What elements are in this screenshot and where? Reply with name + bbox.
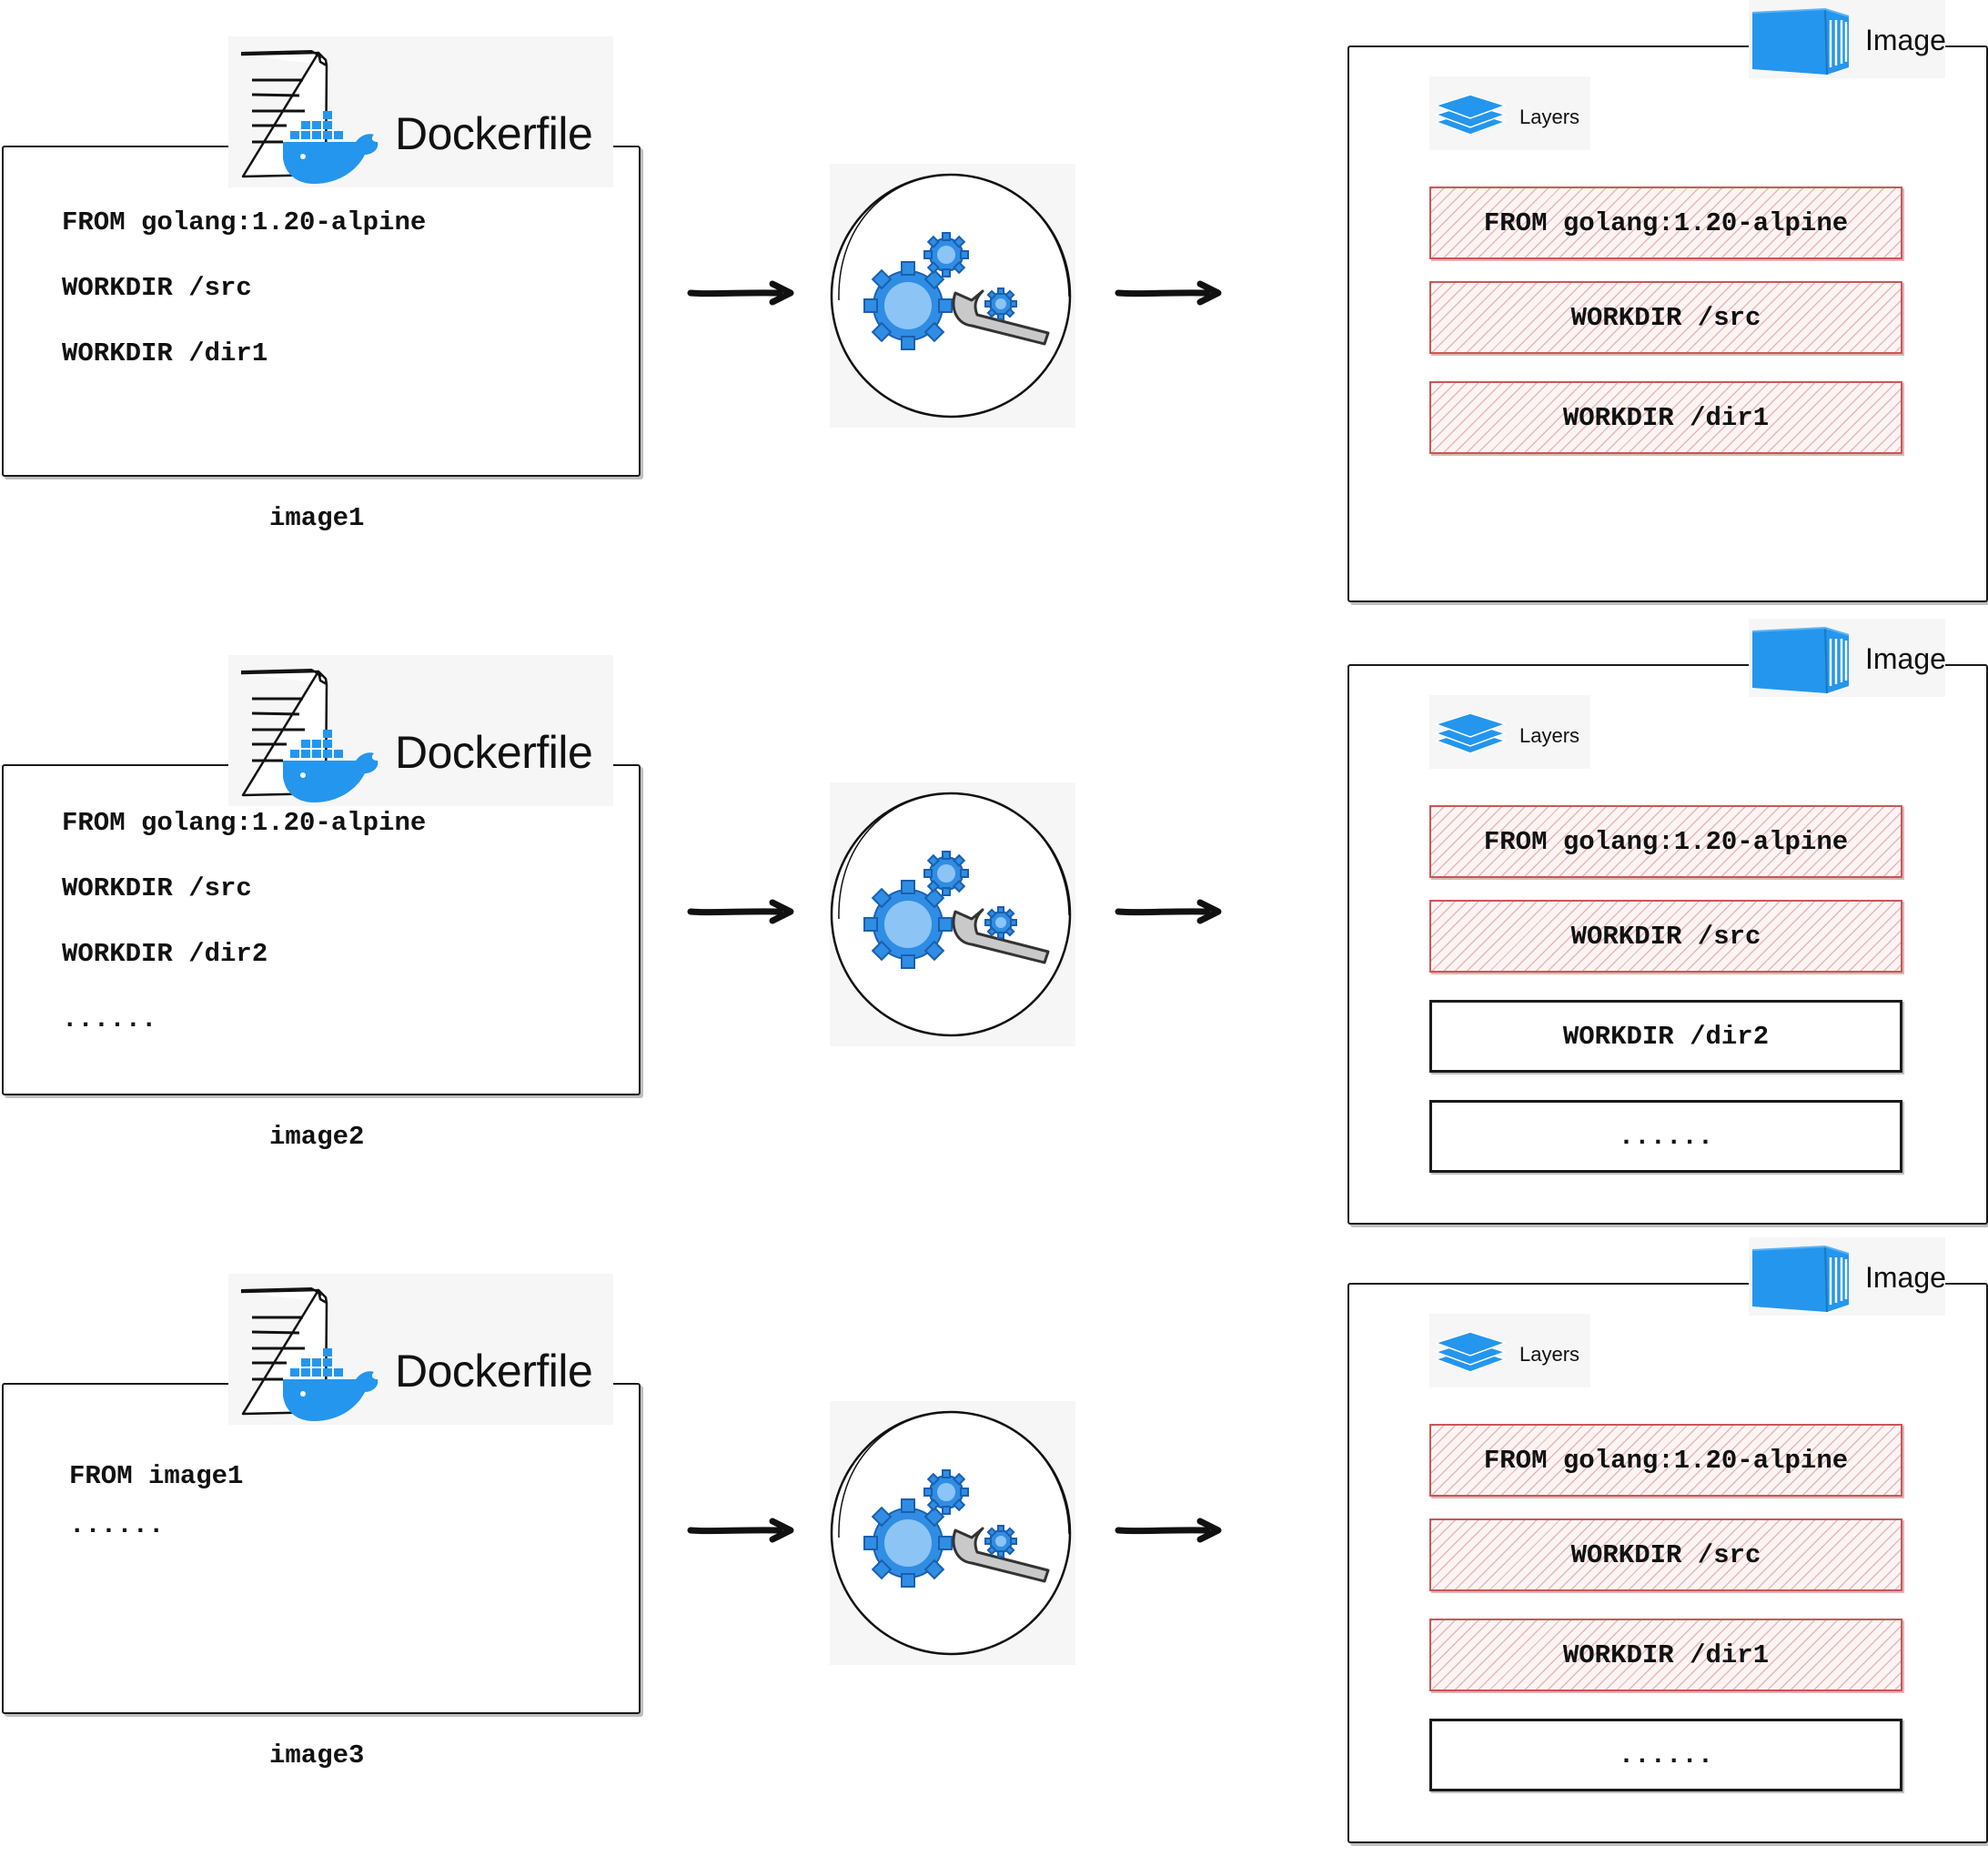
cached-layer: FROM golang:1.20-alpine [1429,187,1902,259]
new-layer: ...... [1429,1100,1902,1173]
arrow-right-icon [687,280,794,306]
dockerfile-line: FROM golang:1.20-alpine [62,808,427,838]
image-caption: image2 [269,1122,365,1152]
container-icon [1751,626,1850,694]
build-gears-icon [830,1410,1072,1656]
arrow-right-icon [1115,1518,1222,1543]
layers-label: Layers [1519,724,1580,747]
layers-icon [1433,1331,1508,1373]
cached-layer: WORKDIR /dir1 [1429,1619,1902,1691]
dockerfile-box [2,146,641,477]
dockerfile-line: ...... [69,1510,165,1540]
cached-layer: WORKDIR /src [1429,900,1902,973]
image-caption: image1 [269,503,365,533]
dockerfile-title: Dockerfile [395,108,593,159]
build-gears-icon [830,173,1072,419]
dockerfile-line: FROM golang:1.20-alpine [62,207,427,237]
container-icon [1751,7,1850,76]
dockerfile-title: Dockerfile [395,1346,593,1397]
cached-layer: WORKDIR /dir1 [1429,381,1902,454]
container-icon [1751,1245,1850,1313]
dockerfile-line: ...... [62,1004,157,1034]
dockerfile-line: WORKDIR /dir2 [62,939,268,969]
layers-icon [1433,712,1508,754]
docker-whale-icon [283,1348,378,1421]
arrow-right-icon [1115,280,1222,306]
arrow-right-icon [1115,899,1222,924]
image-title: Image [1865,24,1946,56]
image-title: Image [1865,642,1946,675]
build-row-3: Dockerfile FROM image1...... image3 [0,1237,1988,1856]
dockerfile-title: Dockerfile [395,727,593,778]
dockerfile-line: WORKDIR /dir1 [62,338,268,368]
layers-label: Layers [1519,1343,1580,1366]
cached-layer: WORKDIR /src [1429,1518,1902,1591]
arrow-right-icon [687,1518,794,1543]
dockerfile-box [2,1383,641,1714]
docker-whale-icon [283,111,378,184]
dockerfile-box [2,764,641,1095]
new-layer: WORKDIR /dir2 [1429,1000,1902,1073]
arrow-right-icon [687,899,794,924]
cached-layer: FROM golang:1.20-alpine [1429,1424,1902,1497]
dockerfile-line: WORKDIR /src [62,273,252,303]
cached-layer: WORKDIR /src [1429,281,1902,354]
new-layer: ...... [1429,1719,1902,1791]
dockerfile-line: WORKDIR /src [62,873,252,903]
image-caption: image3 [269,1740,365,1770]
dockerfile-line: FROM image1 [69,1461,244,1491]
cached-layer: FROM golang:1.20-alpine [1429,805,1902,878]
image-title: Image [1865,1261,1946,1294]
layers-icon [1433,94,1508,136]
layers-label: Layers [1519,106,1580,128]
docker-whale-icon [283,730,378,802]
build-gears-icon [830,792,1072,1037]
